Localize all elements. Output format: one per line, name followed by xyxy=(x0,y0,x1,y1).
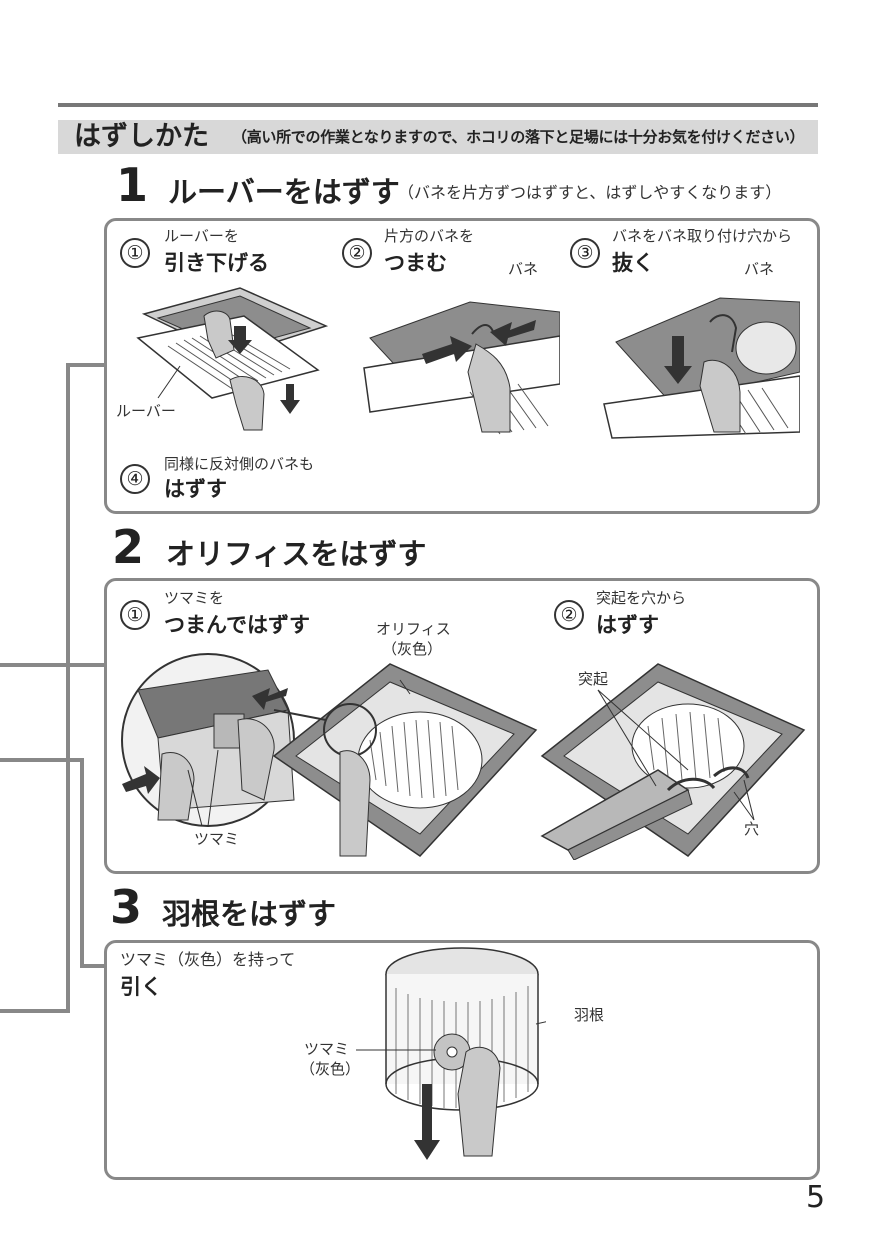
substep2-1-number: ① xyxy=(120,600,150,630)
substep-2-number: ② xyxy=(342,238,372,268)
fan-blade-illustration xyxy=(385,947,546,1160)
blade-label: 羽根 xyxy=(574,1006,605,1024)
knob-label-a: ツマミ xyxy=(194,830,240,848)
knob-label-b: ツマミ xyxy=(304,1040,350,1058)
orifice-frame-illustration xyxy=(272,663,538,857)
bracket-line-3h xyxy=(0,758,84,762)
step1-number: 1 xyxy=(116,158,149,212)
section-title: はずしかた xyxy=(74,121,209,152)
louver-pull-illustration xyxy=(136,287,329,431)
bracket-line-1h xyxy=(66,363,106,367)
bracket-line-4h xyxy=(0,1009,70,1013)
step3-title: 羽根をはずす xyxy=(162,897,337,931)
substep2-1-big: つまんではずす xyxy=(164,613,310,637)
projection-label: 突起 xyxy=(578,670,609,688)
substep-1-number: ① xyxy=(120,238,150,268)
substep-4-number: ④ xyxy=(120,464,150,494)
orifice-label: オリフィス xyxy=(376,620,451,638)
substep-3-small: バネをバネ取り付け穴から xyxy=(612,227,793,245)
spring-label-a: バネ xyxy=(508,260,539,278)
remove-spring-illustration xyxy=(603,297,800,439)
step3-big: 引く xyxy=(120,975,162,999)
orifice-color-label: （灰色） xyxy=(382,640,443,658)
step3-number: 3 xyxy=(110,880,143,934)
substep-4-big: はずす xyxy=(164,477,227,501)
substep2-2-big: はずす xyxy=(596,613,659,637)
hole-label: 穴 xyxy=(744,820,760,838)
substep2-2-small: 突起を穴から xyxy=(596,589,687,607)
substep-1-small: ルーバーを xyxy=(164,227,239,245)
substep2-2-number: ② xyxy=(554,600,584,630)
substep-1-big: 引き下げる xyxy=(164,251,269,275)
step2-number: 2 xyxy=(112,520,145,574)
safety-note: （高い所での作業となりますので、ホコリの落下と足場には十分お気を付けください） xyxy=(232,128,805,146)
projection-removal-illustration xyxy=(540,663,806,860)
substep-4-small: 同様に反対側のバネも xyxy=(164,455,315,473)
knob-color-label: （灰色） xyxy=(300,1060,361,1078)
substep-2-big: つまむ xyxy=(384,251,447,275)
substep-3-big: 抜く xyxy=(612,251,654,275)
step3-small: ツマミ（灰色）を持って xyxy=(120,950,296,969)
step2-title: オリフィスをはずす xyxy=(166,537,427,571)
substep2-1-small: ツマミを xyxy=(164,589,225,607)
louver-label: ルーバー xyxy=(116,402,176,420)
substep-2-small: 片方のバネを xyxy=(384,227,475,245)
page-number: 5 xyxy=(806,1180,826,1215)
bracket-line-1v xyxy=(66,363,70,1013)
top-rule xyxy=(58,103,818,107)
heading-band xyxy=(58,120,818,154)
knob-leader-line xyxy=(356,1049,436,1051)
spring-label-b: バネ xyxy=(744,260,775,278)
pinch-spring-illustration xyxy=(363,301,560,435)
bracket-line-3h2 xyxy=(80,964,106,968)
step1-title: ルーバーをはずす xyxy=(168,175,400,209)
step1-note: （バネを片方ずつはずすと、はずしやすくなります） xyxy=(398,183,782,202)
bracket-line-3v xyxy=(80,758,84,968)
substep-3-number: ③ xyxy=(570,238,600,268)
bracket-line-2h xyxy=(0,663,106,667)
knob-detail-illustration xyxy=(121,653,295,827)
